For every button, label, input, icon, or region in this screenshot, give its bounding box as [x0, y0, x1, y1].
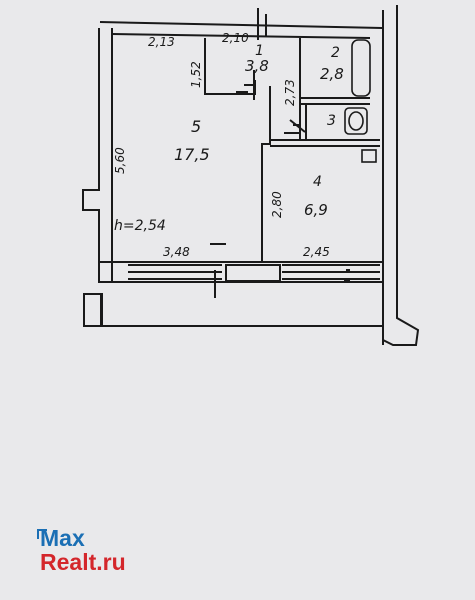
dim-273: 2,73	[283, 79, 297, 106]
balcony-post	[83, 293, 103, 327]
window-right	[282, 264, 380, 280]
room-4-area: 6,9	[304, 201, 328, 219]
room-2-area: 2,8	[320, 65, 344, 83]
wall-room1-right	[261, 86, 271, 262]
dim-560: 5,60	[113, 147, 127, 174]
room-2-number: 2	[331, 45, 340, 61]
room-1-area: 3,8	[245, 57, 269, 75]
dim-152: 1,52	[189, 61, 203, 88]
outer-wall-right	[382, 5, 420, 346]
room-3-number: 3	[327, 113, 336, 129]
room-1-number: 1	[255, 43, 264, 59]
wall-bath-bottom	[300, 97, 370, 105]
room-4-number: 4	[313, 174, 322, 190]
dim-top-left: 2,13	[148, 35, 175, 49]
logo-line-1: Max	[40, 525, 85, 551]
ceiling-height: h=2,54	[114, 218, 166, 234]
toilet	[344, 107, 368, 135]
room-5-area: 17,5	[174, 145, 210, 164]
balcony	[100, 290, 384, 327]
logo-corner-mark	[37, 529, 47, 539]
wall-wc-bottom	[270, 139, 380, 147]
room-5-number: 5	[191, 117, 202, 136]
logo-line-2: Realt.ru	[40, 549, 126, 575]
sink	[361, 149, 377, 163]
dim-top-mid: 2,10	[222, 31, 249, 45]
door-block	[225, 264, 281, 282]
outer-wall-top	[99, 21, 384, 39]
outer-wall-left	[82, 28, 113, 283]
window-left	[128, 264, 222, 280]
dim-280: 2,80	[270, 191, 284, 218]
bathtub	[351, 39, 371, 97]
dim-bottom-right: 2,45	[303, 245, 330, 259]
maxrealt-logo: Max Realt.ru	[37, 525, 126, 575]
dim-bottom-left: 3,48	[163, 245, 190, 259]
